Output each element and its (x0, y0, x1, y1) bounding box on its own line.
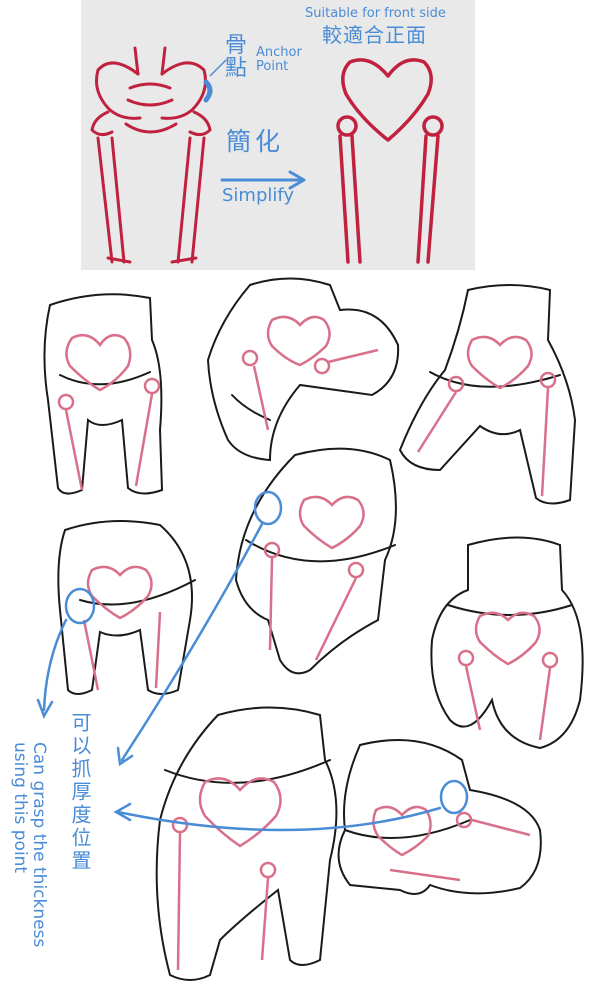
anchor-pointer-line (209, 59, 227, 77)
simplify-arrow-icon (220, 170, 306, 190)
heart-pelvis-illustration (336, 58, 444, 264)
hip-sketch-8 (337, 739, 542, 895)
top-reference-panel (81, 0, 475, 270)
pelvis-skeleton-illustration (90, 46, 212, 264)
thickness-annotations (36, 490, 469, 832)
anchor-point-marker (203, 79, 213, 103)
hip-sketch-3 (398, 284, 577, 505)
hip-sketch-7 (155, 706, 338, 981)
simplify-english-label: Simplify (222, 185, 295, 206)
hip-sketch-4 (57, 520, 196, 695)
hip-sketch-6 (430, 536, 584, 750)
hip-sketch-1 (43, 293, 164, 495)
anchor-chinese-label: 骨 點 (225, 33, 248, 82)
suitable-english-label: Suitable for front side (305, 6, 446, 21)
anchor-english-label: Anchor Point (256, 45, 302, 75)
thickness-english-label: Can grasp the thickness using this point (10, 742, 49, 948)
suitable-chinese-label: 較適合正面 (322, 23, 427, 47)
thickness-chinese-label: 可以抓厚度位置 (68, 712, 92, 873)
hip-sketch-2 (206, 277, 400, 462)
hip-sketch-5 (234, 447, 397, 675)
simplify-chinese-label: 簡化 (226, 127, 285, 156)
